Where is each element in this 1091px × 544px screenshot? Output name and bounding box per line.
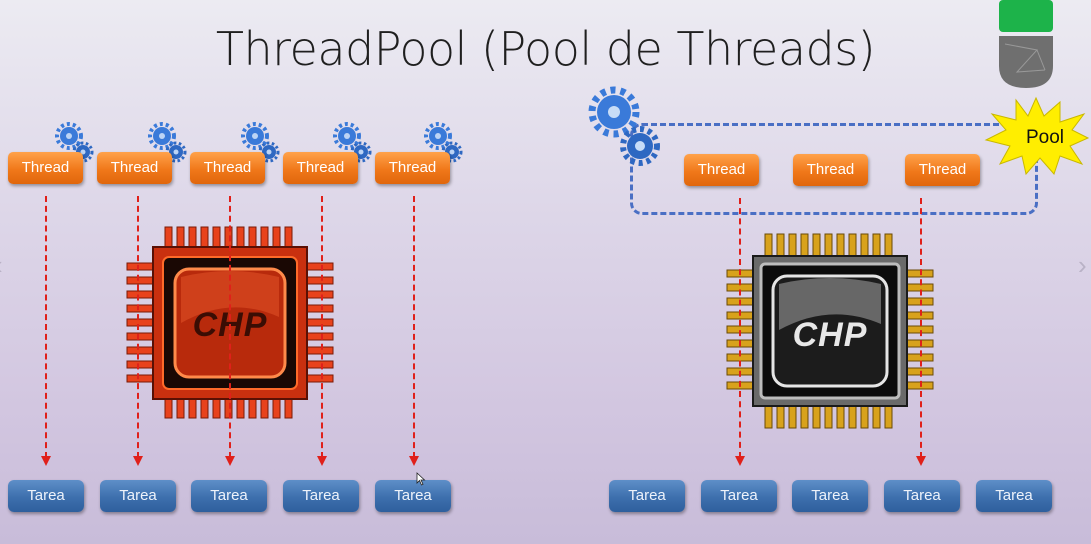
task-box: Tarea — [100, 480, 176, 512]
arrowhead — [133, 456, 143, 466]
arrowhead — [225, 456, 235, 466]
arrowhead — [317, 456, 327, 466]
task-box: Tarea — [976, 480, 1052, 512]
task-box: Tarea — [375, 480, 451, 512]
thread-box: Thread — [283, 152, 358, 184]
thread-box: Thread — [793, 154, 868, 186]
arrow-line — [920, 198, 922, 458]
arrow-line — [413, 196, 415, 458]
task-box: Tarea — [884, 480, 960, 512]
prev-slide-icon[interactable]: ‹ — [0, 250, 3, 281]
cpu-chip-icon — [726, 233, 934, 429]
thread-box: Thread — [97, 152, 172, 184]
gears-icon — [424, 122, 463, 163]
task-box: Tarea — [609, 480, 685, 512]
arrow-line — [229, 196, 231, 458]
thread-box: Thread — [190, 152, 265, 184]
thread-box: Thread — [905, 154, 980, 186]
arrowhead — [41, 456, 51, 466]
gears-icon — [55, 122, 94, 163]
chip-label-right: CHP — [792, 316, 868, 354]
arrow-line — [739, 198, 741, 458]
arrow-line — [321, 196, 323, 458]
arrow-line — [45, 196, 47, 458]
arrowhead — [916, 456, 926, 466]
task-box: Tarea — [8, 480, 84, 512]
mouse-cursor-icon — [416, 472, 426, 486]
logo-icon — [999, 0, 1053, 88]
task-box: Tarea — [191, 480, 267, 512]
thread-box: Thread — [684, 154, 759, 186]
slide-title: ThreadPool (Pool de Threads) — [215, 22, 876, 76]
pool-container — [630, 123, 1038, 215]
next-slide-icon[interactable]: › — [1078, 250, 1087, 280]
gears-icon — [148, 122, 187, 163]
thread-box: Thread — [8, 152, 83, 184]
task-box: Tarea — [283, 480, 359, 512]
task-box: Tarea — [701, 480, 777, 512]
thread-box: Thread — [375, 152, 450, 184]
pool-label: Pool — [1026, 127, 1064, 148]
task-box: Tarea — [792, 480, 868, 512]
gears-icon — [241, 122, 280, 163]
pool-starburst: Pool — [984, 96, 1090, 176]
arrowhead — [409, 456, 419, 466]
arrowhead — [735, 456, 745, 466]
gears-icon — [588, 86, 660, 166]
gears-icon — [333, 122, 372, 163]
arrow-line — [137, 196, 139, 458]
